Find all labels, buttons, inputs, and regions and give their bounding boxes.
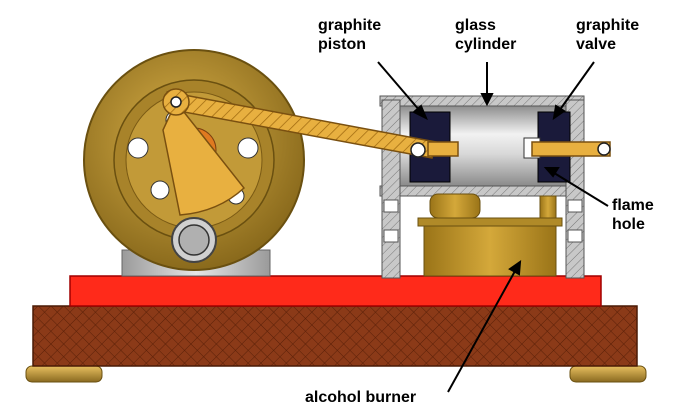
label-graphite-valve-line2: valve [576,36,617,53]
label-flame-hole-line1: flame [612,197,654,214]
red-platform [69,275,602,307]
label-alcohol-burner-text: alcohol burner [305,389,417,406]
alcohol-burner [417,193,563,277]
arrow-graphite-piston [412,104,428,121]
crank-sector [162,100,246,216]
label-flame-hole-line2: hole [612,216,645,233]
label-graphite-piston: graphite piston [318,16,381,54]
leader-alcohol-burner [447,261,521,393]
arrow-alcohol-burner [508,259,522,276]
wooden-base [25,305,647,383]
arrow-glass-cylinder [480,93,494,107]
label-graphite-piston-line1: graphite [318,17,382,34]
label-glass-cylinder-line2: cylinder [455,36,517,53]
label-graphite-valve: graphite valve [576,16,639,54]
valve-rod [531,141,611,157]
label-glass-cylinder: glass cylinder [455,16,516,54]
arrow-flame-hole [543,167,560,178]
connecting-rod [162,88,459,159]
arrow-graphite-valve [552,104,566,121]
label-glass-cylinder-line1: glass [455,17,496,34]
label-graphite-valve-line1: graphite [576,17,640,34]
label-alcohol-burner: alcohol burner [305,388,416,407]
leader-flame-hole [545,167,609,207]
label-flame-hole: flame hole [612,196,654,234]
label-graphite-piston-line2: piston [318,36,366,53]
